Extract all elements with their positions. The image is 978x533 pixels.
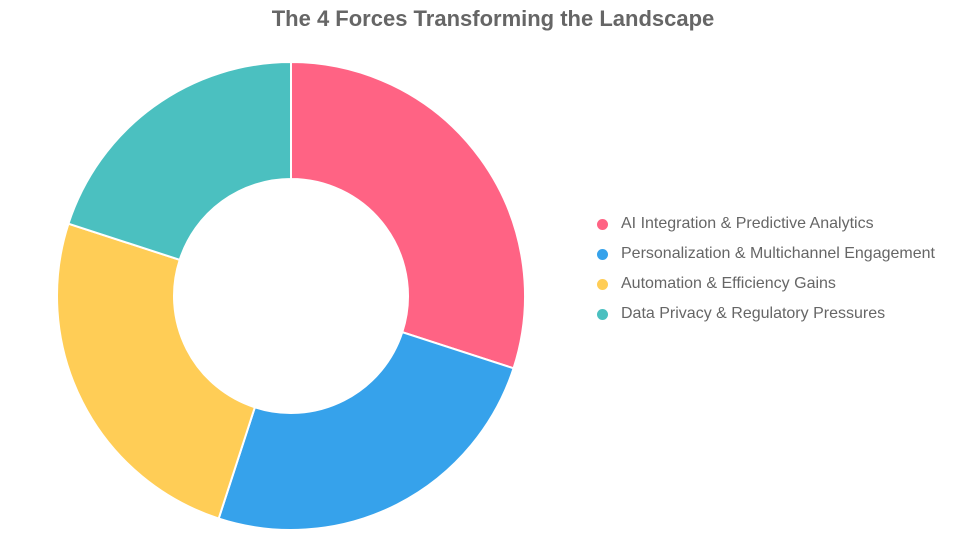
chart-title: The 4 Forces Transforming the Landscape	[271, 6, 715, 31]
legend-color-dot-icon	[597, 248, 608, 260]
legend-label: Automation & Efficiency Gains	[621, 275, 836, 292]
legend-color-dot-icon	[597, 218, 608, 230]
legend-item[interactable]: Data Privacy & Regulatory Pressures	[597, 299, 935, 329]
legend-item[interactable]: Personalization & Multichannel Engagemen…	[597, 239, 935, 269]
doughnut-slice-1[interactable]	[290, 60, 526, 370]
legend-label: AI Integration & Predictive Analytics	[621, 215, 874, 232]
legend-item[interactable]: AI Integration & Predictive Analytics	[597, 209, 935, 239]
doughnut-slice-3[interactable]	[56, 222, 257, 520]
legend-label: Personalization & Multichannel Engagemen…	[621, 245, 935, 262]
legend-label: Data Privacy & Regulatory Pressures	[621, 305, 886, 322]
legend-color-dot-icon	[597, 278, 608, 290]
legend-item[interactable]: Automation & Efficiency Gains	[597, 269, 935, 299]
legend-color-dot-icon	[597, 308, 608, 320]
doughnut-slice-4[interactable]	[67, 60, 292, 262]
doughnut-slice-2[interactable]	[217, 330, 515, 531]
